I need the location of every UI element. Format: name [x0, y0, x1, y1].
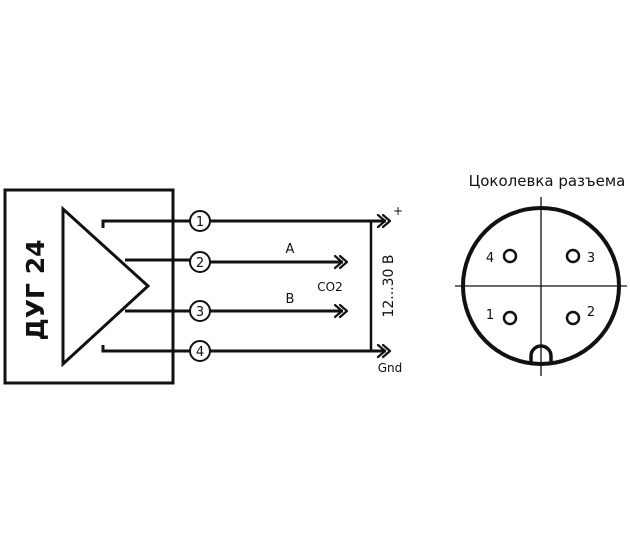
plus-label: + — [393, 204, 403, 218]
device-title: ДУГ 24 — [21, 240, 50, 341]
co2-label: CO2 — [317, 280, 342, 294]
signal-a-label: A — [286, 242, 295, 257]
output-wires — [210, 219, 386, 353]
connector-pinout: 4 3 1 2 — [455, 197, 627, 376]
pin-3: 3 — [189, 300, 211, 322]
connector-title: Цоколевка разъема — [469, 172, 626, 190]
connector-key — [529, 344, 553, 364]
arrow-2-icon — [333, 254, 344, 270]
arrow-3-icon — [333, 303, 344, 319]
socket-3 — [565, 248, 581, 264]
arrow-1-icon — [376, 213, 387, 229]
terminal-arrows — [333, 213, 392, 359]
signal-b-label: B — [286, 292, 295, 307]
pin-1-label: 1 — [196, 215, 204, 230]
arrow-4-icon — [376, 343, 387, 359]
amplifier-symbol — [61, 205, 151, 368]
pin-4-label: 4 — [196, 345, 204, 360]
socket-1 — [502, 310, 518, 326]
gnd-label: Gnd — [378, 361, 403, 375]
pin-1: 1 — [189, 210, 211, 232]
socket-4 — [502, 248, 518, 264]
supply-voltage-label: 12...30 В — [381, 254, 397, 317]
pin-4: 4 — [189, 340, 211, 362]
internal-leads — [101, 219, 190, 353]
socket-1-label: 1 — [486, 308, 494, 323]
socket-2 — [565, 310, 581, 326]
socket-3-label: 3 — [587, 251, 595, 266]
pin-3-label: 3 — [196, 305, 204, 320]
device-block — [3, 188, 175, 385]
pin-2-label: 2 — [196, 256, 204, 271]
pin-2: 2 — [189, 251, 211, 273]
socket-4-label: 4 — [486, 251, 494, 266]
socket-2-label: 2 — [587, 305, 595, 320]
connector-body — [461, 206, 621, 366]
